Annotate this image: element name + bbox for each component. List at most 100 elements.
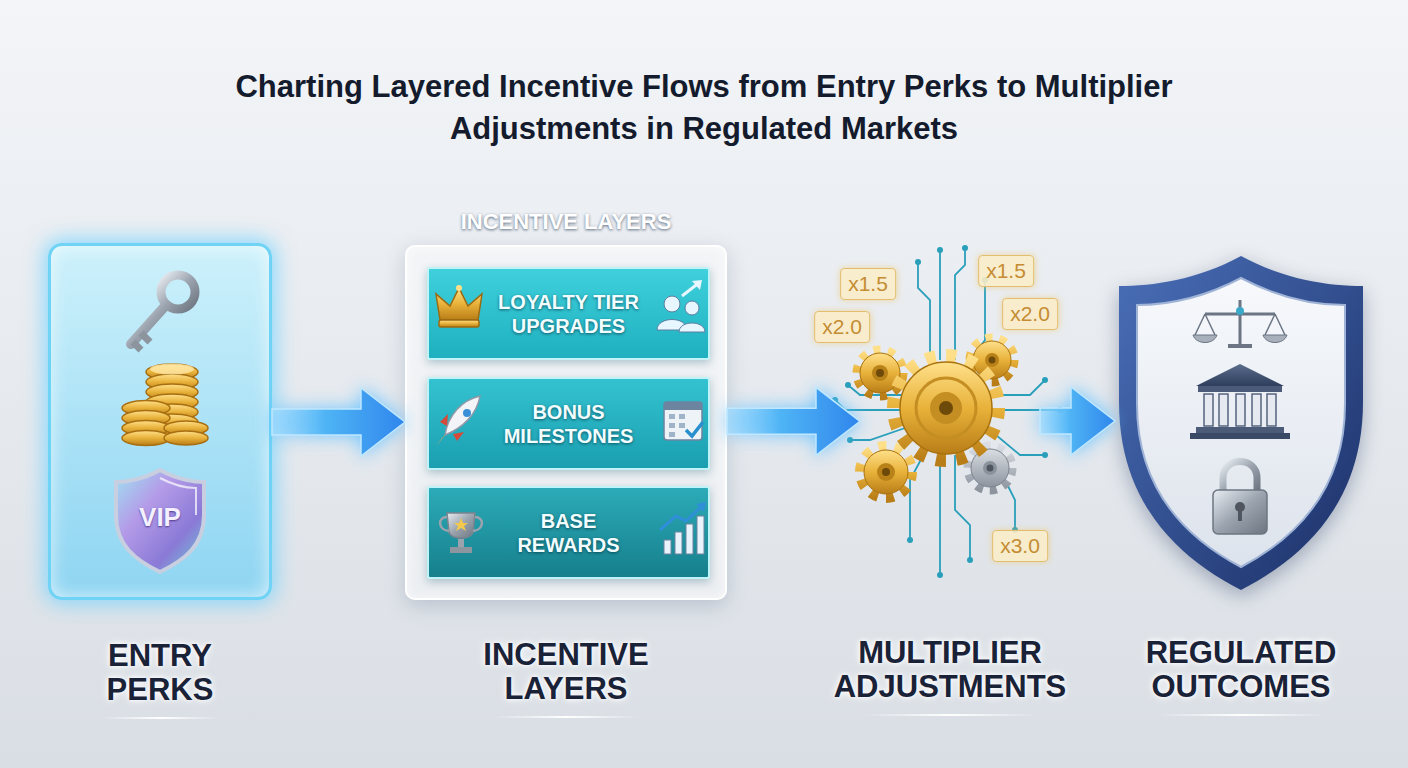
scales-icon [1193, 300, 1287, 348]
people-icon [682, 282, 700, 296]
crown-icon [456, 285, 462, 291]
gear-small [860, 446, 912, 498]
building-icon [1190, 433, 1290, 439]
calendar-icon [669, 414, 675, 419]
gear-small [857, 350, 903, 396]
circuit-lines [832, 245, 1063, 578]
multiplier-gear-node: MULTIPLIER ADJUSTMENTS [860, 250, 1040, 590]
calendar-icon [669, 414, 685, 437]
key-icon [131, 305, 166, 344]
trophy-icon [447, 513, 475, 538]
bar-chart-icon [664, 540, 671, 554]
coin-stack-icon [122, 421, 170, 436]
trophy-icon [440, 517, 482, 531]
circuit-lines [995, 409, 1060, 411]
vip-shield-icon [116, 470, 204, 572]
people-icon [685, 301, 699, 315]
building-icon [1252, 394, 1261, 426]
building-icon [1190, 364, 1290, 439]
key-icon [131, 275, 195, 350]
bar-chart-icon [675, 532, 682, 554]
coin-stack-icon [146, 414, 198, 430]
calendar-icon [669, 432, 675, 437]
calendar-icon [679, 423, 685, 428]
circuit-lines [939, 250, 941, 360]
people-icon [692, 280, 702, 290]
multiplier-tag: x1.5 [840, 268, 896, 300]
multiplier-tag: x2.0 [1002, 298, 1058, 330]
flow-arrow [1040, 387, 1115, 455]
rocket-icon [453, 432, 464, 441]
shield-outline [1115, 252, 1367, 592]
scales-icon [1205, 313, 1275, 316]
flow-arrow [272, 388, 405, 456]
calendar-icon [664, 402, 702, 410]
people-icon [664, 296, 680, 312]
stage-label: ENTRY PERKS [75, 639, 245, 719]
rocket-icon [445, 396, 480, 435]
calendar-icon [669, 423, 675, 428]
circuit-lines [847, 437, 853, 443]
incentive-layers-group: INCENTIVE LAYERSINCENTIVE LAYERSLOYALTY … [405, 245, 727, 600]
shield-outline [1137, 278, 1345, 567]
coin-stack-icon [164, 431, 208, 445]
rocket-icon [436, 396, 480, 446]
key-icon [133, 342, 141, 350]
gear-small [989, 357, 996, 364]
bar-chart-icon [664, 516, 704, 554]
building-icon [1219, 394, 1228, 426]
circuit-lines [966, 280, 985, 366]
key-icon [161, 275, 195, 309]
scales-icon [1228, 344, 1252, 348]
scales-icon [1263, 335, 1287, 343]
gear-small [882, 468, 890, 476]
scales-icon [1239, 300, 1242, 345]
gear-small [876, 369, 884, 377]
gear-grey [968, 446, 1012, 490]
circuit-lines [955, 248, 965, 360]
building-icon [1204, 394, 1213, 426]
flow-arrow [727, 387, 860, 455]
bar-chart-icon [697, 516, 704, 554]
circuit-lines [939, 456, 941, 575]
circuit-lines [845, 382, 851, 388]
crown-icon [436, 288, 482, 320]
coin-stack-icon [146, 374, 198, 390]
group-heading: INCENTIVE LAYERS [407, 209, 725, 235]
circuit-lines [937, 247, 943, 253]
lock-icon [1235, 502, 1245, 512]
gear-small [877, 463, 895, 481]
multiplier-tag: x2.0 [814, 311, 870, 343]
coin-stack-icon [150, 364, 194, 375]
circuit-lines [850, 428, 905, 440]
trophy-icon [450, 547, 472, 553]
coin-stack-icon [122, 364, 208, 446]
gear-small [864, 450, 908, 494]
layer-label: LOYALTY TIER UPGRADES [494, 290, 644, 338]
entry-perks-panel: ENTRY PERKS [48, 243, 272, 600]
building-icon [1198, 386, 1282, 392]
gear-small [970, 338, 1014, 382]
building-icon [1204, 394, 1276, 426]
gear-small [970, 338, 1014, 382]
people-icon [657, 280, 705, 332]
circuit-lines [967, 557, 973, 563]
circuit-lines [915, 259, 921, 265]
coin-stack-icon [122, 411, 170, 426]
circuit-lines [1042, 377, 1048, 383]
layer-label: BONUS MILESTONES [494, 400, 644, 448]
incentive-layer-box: BASE REWARDS [427, 486, 710, 579]
crown-icon [439, 320, 479, 327]
calendar-icon [664, 402, 703, 440]
circuit-lines [990, 380, 1045, 395]
building-icon [1196, 364, 1284, 386]
scales-icon [1195, 314, 1285, 335]
bar-chart-icon [660, 506, 702, 530]
calendar-icon [679, 414, 685, 419]
gear-large [916, 378, 976, 438]
coin-stack-icon [146, 424, 198, 440]
gear-small [860, 446, 912, 498]
calendar-icon [664, 402, 702, 440]
stage-label: MULTIPLIER ADJUSTMENTS [825, 636, 1075, 716]
